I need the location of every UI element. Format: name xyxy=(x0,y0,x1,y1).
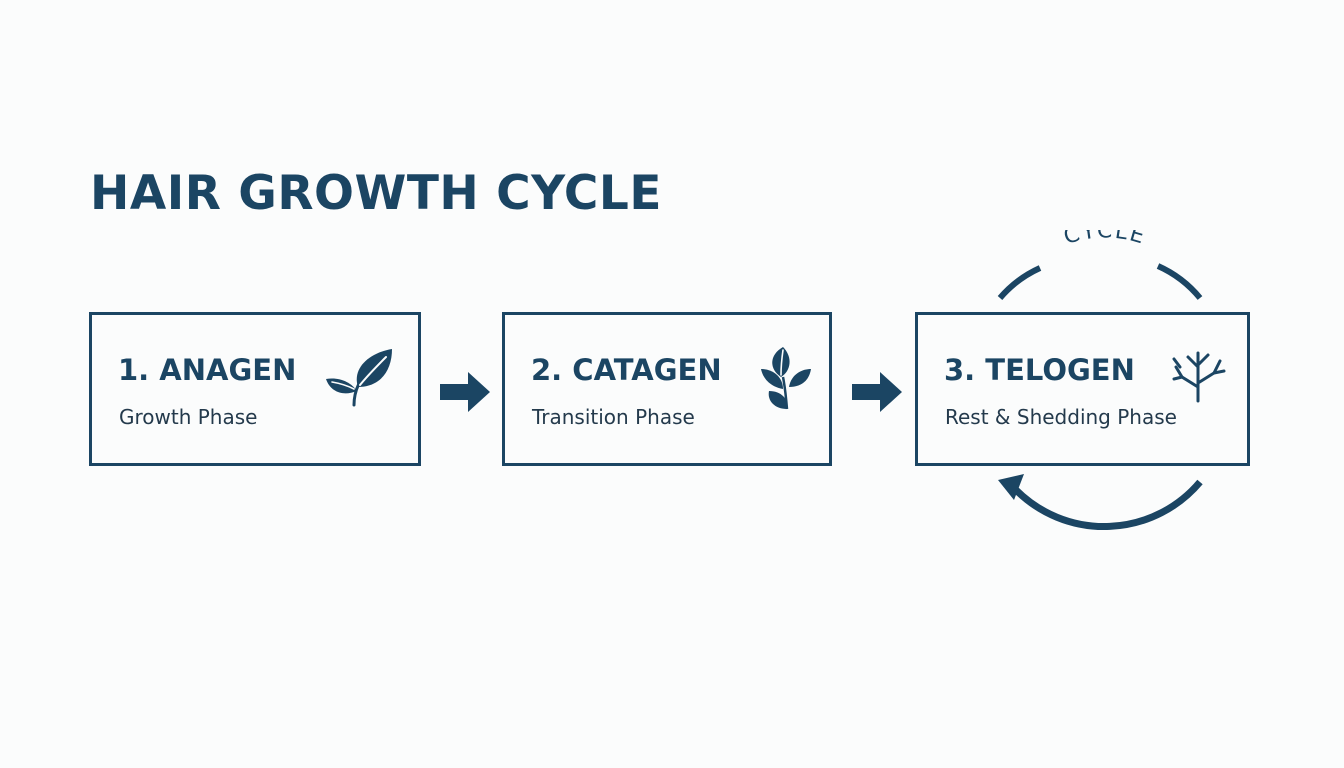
cycle-label: CYCLE xyxy=(1061,230,1149,250)
leaves-icon xyxy=(761,347,811,410)
phase-subtitle: Transition Phase xyxy=(532,405,695,429)
phase-name: 3. TELOGEN xyxy=(944,353,1135,387)
cycle-label-text: CYCLE xyxy=(1061,230,1147,250)
phase-subtitle: Rest & Shedding Phase xyxy=(945,405,1177,429)
phase-name: 1. ANAGEN xyxy=(118,353,297,387)
diagram-title: HAIR GROWTH CYCLE xyxy=(90,166,662,221)
phase-box-anagen: 1. ANAGEN Growth Phase xyxy=(89,312,421,466)
phase-name: 2. CATAGEN xyxy=(531,353,722,387)
arrow-right-icon xyxy=(440,372,490,412)
arrow-right-icon xyxy=(852,372,902,412)
leaf-icon xyxy=(326,349,392,407)
phase-box-catagen: 2. CATAGEN Transition Phase xyxy=(502,312,832,466)
phase-box-telogen: 3. TELOGEN Rest & Shedding Phase xyxy=(915,312,1250,466)
phase-subtitle: Growth Phase xyxy=(119,405,258,429)
bare-branch-icon xyxy=(1172,351,1226,403)
cycle-arrow-icon: CYCLE xyxy=(997,230,1203,531)
